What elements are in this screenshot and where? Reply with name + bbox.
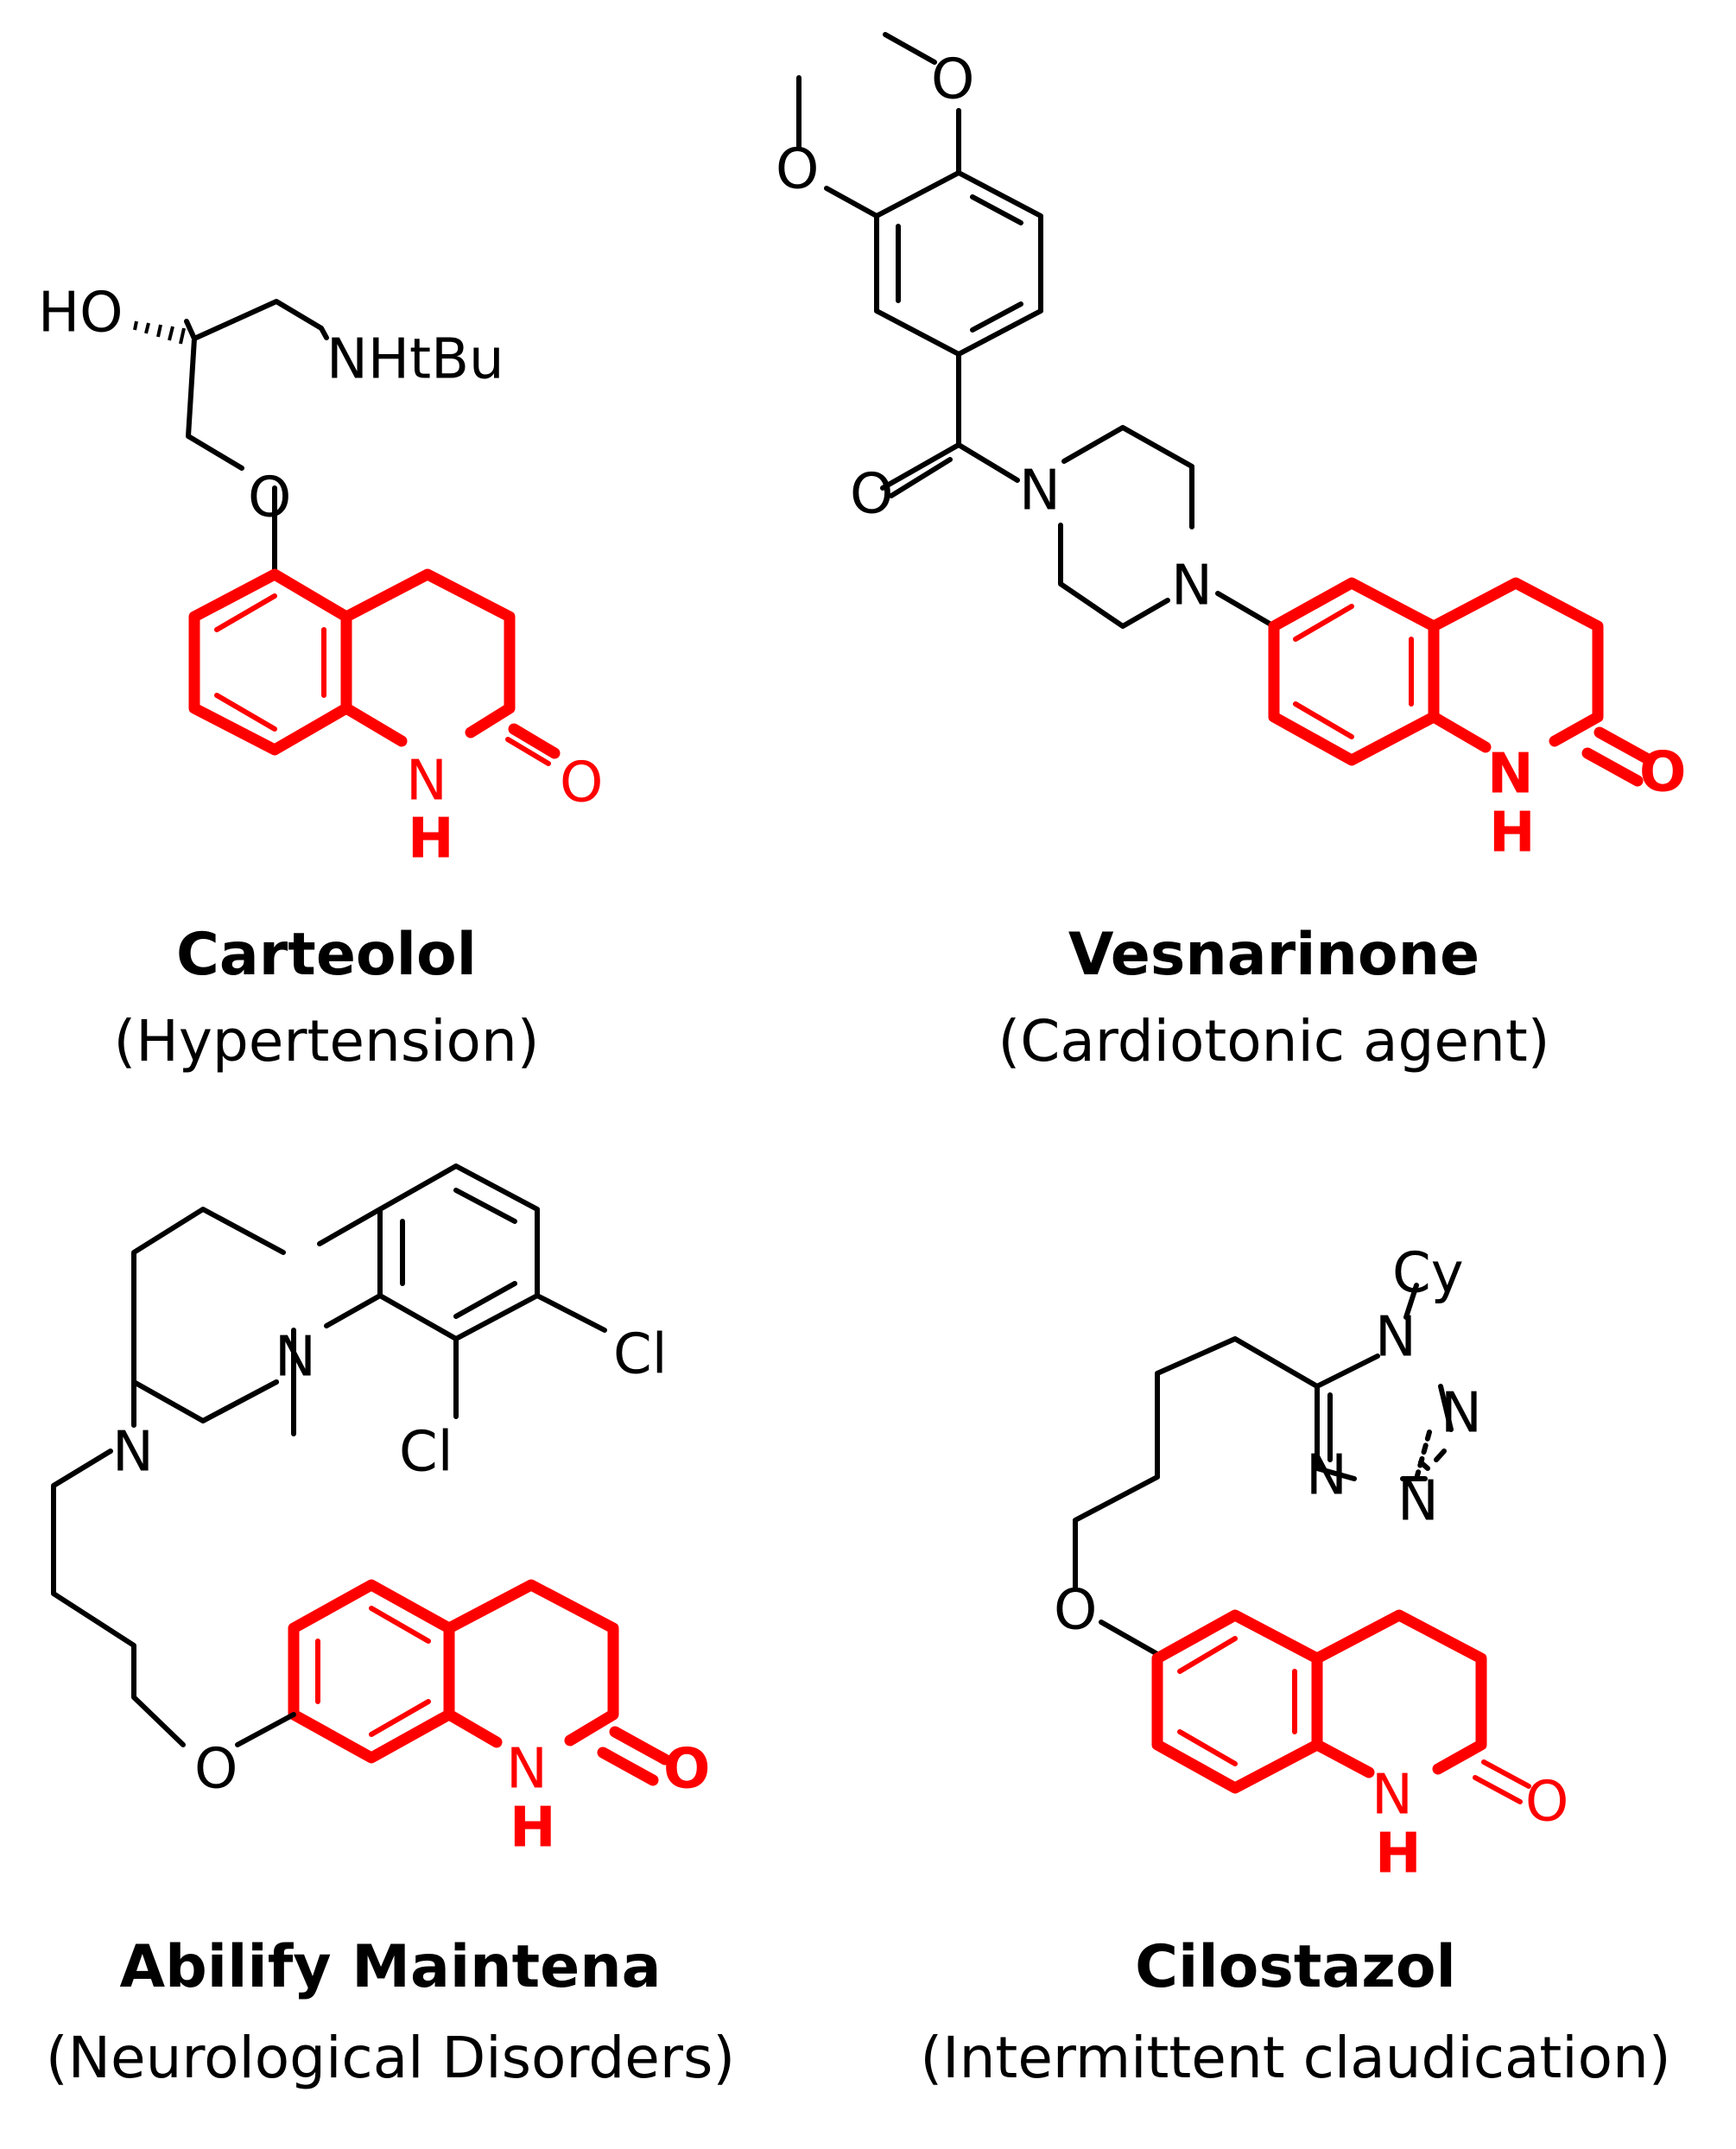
abilify-chlorine-1-label: Cl xyxy=(613,1323,667,1387)
vesnarinone-name: Vesnarinone xyxy=(1068,921,1479,989)
abilify-lactam-nitrogen-label: N xyxy=(506,1738,548,1802)
carteolol-lactam-nitrogen-label: N xyxy=(406,750,447,814)
cilostazol-name: Cilostazol xyxy=(1135,1933,1456,2001)
cilostazol-tetrazole-nitrogen-1-label: N xyxy=(1375,1306,1416,1370)
carteolol-core-inner-bonds xyxy=(214,593,551,766)
abilify-black-bonds xyxy=(51,1163,607,1747)
vesnarinone-methoxy-oxygen-2-label: O xyxy=(776,138,819,202)
cilostazol-core-bonds xyxy=(1151,1609,1487,1794)
abilify-piperazine-nitrogen-1-label: N xyxy=(275,1326,316,1390)
vesnarinone-piperazine-nitrogen-2-label: N xyxy=(1171,555,1213,618)
cilostazol-tetrazole-nitrogen-4-label: N xyxy=(1397,1470,1439,1534)
carteolol-ether-oxygen-label: O xyxy=(248,466,291,530)
carteolol-tert-butylamino-label: NHtBu xyxy=(326,328,504,392)
abilify-piperazine-nitrogen-2-label: N xyxy=(112,1421,154,1485)
carteolol-core-bonds xyxy=(188,568,561,759)
cilostazol-structure: Cy N N N N O N H O Cilostazol (Intermitt… xyxy=(920,1242,1670,2091)
vesnarinone-indication: (Cardiotonic agent) xyxy=(998,1008,1550,1074)
cilostazol-ether-oxygen-label: O xyxy=(1054,1579,1097,1643)
carteolol-lactam-hydrogen-label: H xyxy=(408,808,454,872)
cilostazol-lactam-hydrogen-label: H xyxy=(1375,1823,1422,1886)
abilify-core-inner-bonds xyxy=(315,1606,431,1737)
cilostazol-tetrazole-nitrogen-3-label: N xyxy=(1306,1444,1347,1508)
abilify-ether-oxygen-label: O xyxy=(194,1738,238,1802)
carteolol-carbonyl-oxygen-label: O xyxy=(560,751,603,815)
vesnarinone-lactam-hydrogen-label: H xyxy=(1489,802,1536,865)
vesnarinone-amide-oxygen-label: O xyxy=(850,463,893,527)
vesnarinone-carbonyl-oxygen-label: O xyxy=(1639,741,1686,805)
vesnarinone-piperazine-nitrogen-1-label: N xyxy=(1019,460,1061,523)
abilify-linker-fix xyxy=(131,1379,279,1428)
vesnarinone-black-bonds xyxy=(796,32,1277,629)
carteolol-indication: (Hypertension) xyxy=(113,1008,539,1074)
cilostazol-cyclohexyl-label: Cy xyxy=(1392,1242,1464,1306)
vesnarinone-aromatic-inner-bonds xyxy=(896,194,1023,333)
abilify-carbonyl-oxygen-label: O xyxy=(663,1738,710,1802)
cilostazol-lactam-nitrogen-label: N xyxy=(1372,1764,1413,1828)
carteolol-structure: HO NHtBu O N H O Carteolol (Hypertension… xyxy=(38,282,603,1074)
cilostazol-tetrazole-dash xyxy=(1414,1429,1432,1481)
vesnarinone-lactam-nitrogen-label: N xyxy=(1487,743,1534,807)
vesnarinone-core-inner-bonds xyxy=(1293,604,1414,739)
abilify-name: Abilify Maintena xyxy=(119,1933,661,2001)
abilify-chlorine-2-label: Cl xyxy=(399,1421,453,1485)
cilostazol-tetrazole-nitrogen-2-label: N xyxy=(1441,1382,1482,1446)
abilify-core-bonds xyxy=(288,1579,671,1786)
cilostazol-indication: (Intermittent claudication) xyxy=(920,2025,1670,2091)
carteolol-side-chain-bonds xyxy=(184,299,329,577)
carteolol-hashed-wedge xyxy=(133,320,186,345)
abilify-ether-bonds xyxy=(235,1712,296,1747)
abilify-structure: N N Cl Cl O N H O Abilify Maintena (Neur… xyxy=(46,1163,735,2091)
abilify-lactam-hydrogen-label: H xyxy=(510,1797,556,1861)
abilify-aromatic-inner-bonds xyxy=(400,1188,517,1319)
cilostazol-core-inner-bonds xyxy=(1177,1636,1531,1804)
cilostazol-carbonyl-oxygen-label: O xyxy=(1525,1771,1568,1835)
cilostazol-black-bonds xyxy=(1073,1283,1454,1657)
carteolol-hydroxyl-label: HO xyxy=(38,282,124,345)
vesnarinone-structure: O O O N N N H O Vesnarinone (Cardiotonic… xyxy=(776,32,1686,1074)
abilify-indication: (Neurological Disorders) xyxy=(46,2025,735,2091)
carteolol-name: Carteolol xyxy=(176,921,477,989)
vesnarinone-methoxy-oxygen-1-label: O xyxy=(931,48,974,112)
vesnarinone-core-bonds xyxy=(1268,577,1656,787)
